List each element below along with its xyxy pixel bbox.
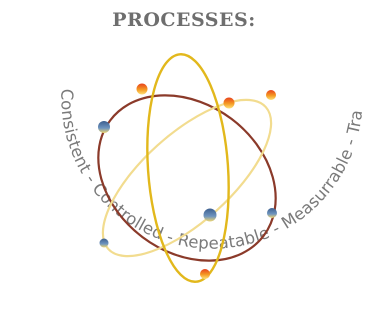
blue-node-right <box>267 208 277 218</box>
process-qualities-ring-text: Consistent - Controlled - Repeatable - M… <box>0 0 366 253</box>
orbits <box>97 53 277 283</box>
nodes <box>98 83 277 279</box>
blue-node-left <box>98 121 110 133</box>
orange-node-top-left <box>136 83 148 95</box>
blue-node-center <box>203 208 217 222</box>
orange-node-top-right <box>266 90 276 100</box>
ring-text-path: Consistent - Controlled - Repeatable - M… <box>0 0 366 253</box>
orbit-brown <box>97 94 277 262</box>
blue-node-bottom-left <box>99 238 109 248</box>
orbit-pale-yellow <box>101 98 273 258</box>
orbit-yellow <box>146 53 230 283</box>
orange-node-bottom <box>200 269 210 279</box>
orange-node-top-center <box>223 97 235 109</box>
diagram-title: PROCESSES: <box>112 9 255 31</box>
